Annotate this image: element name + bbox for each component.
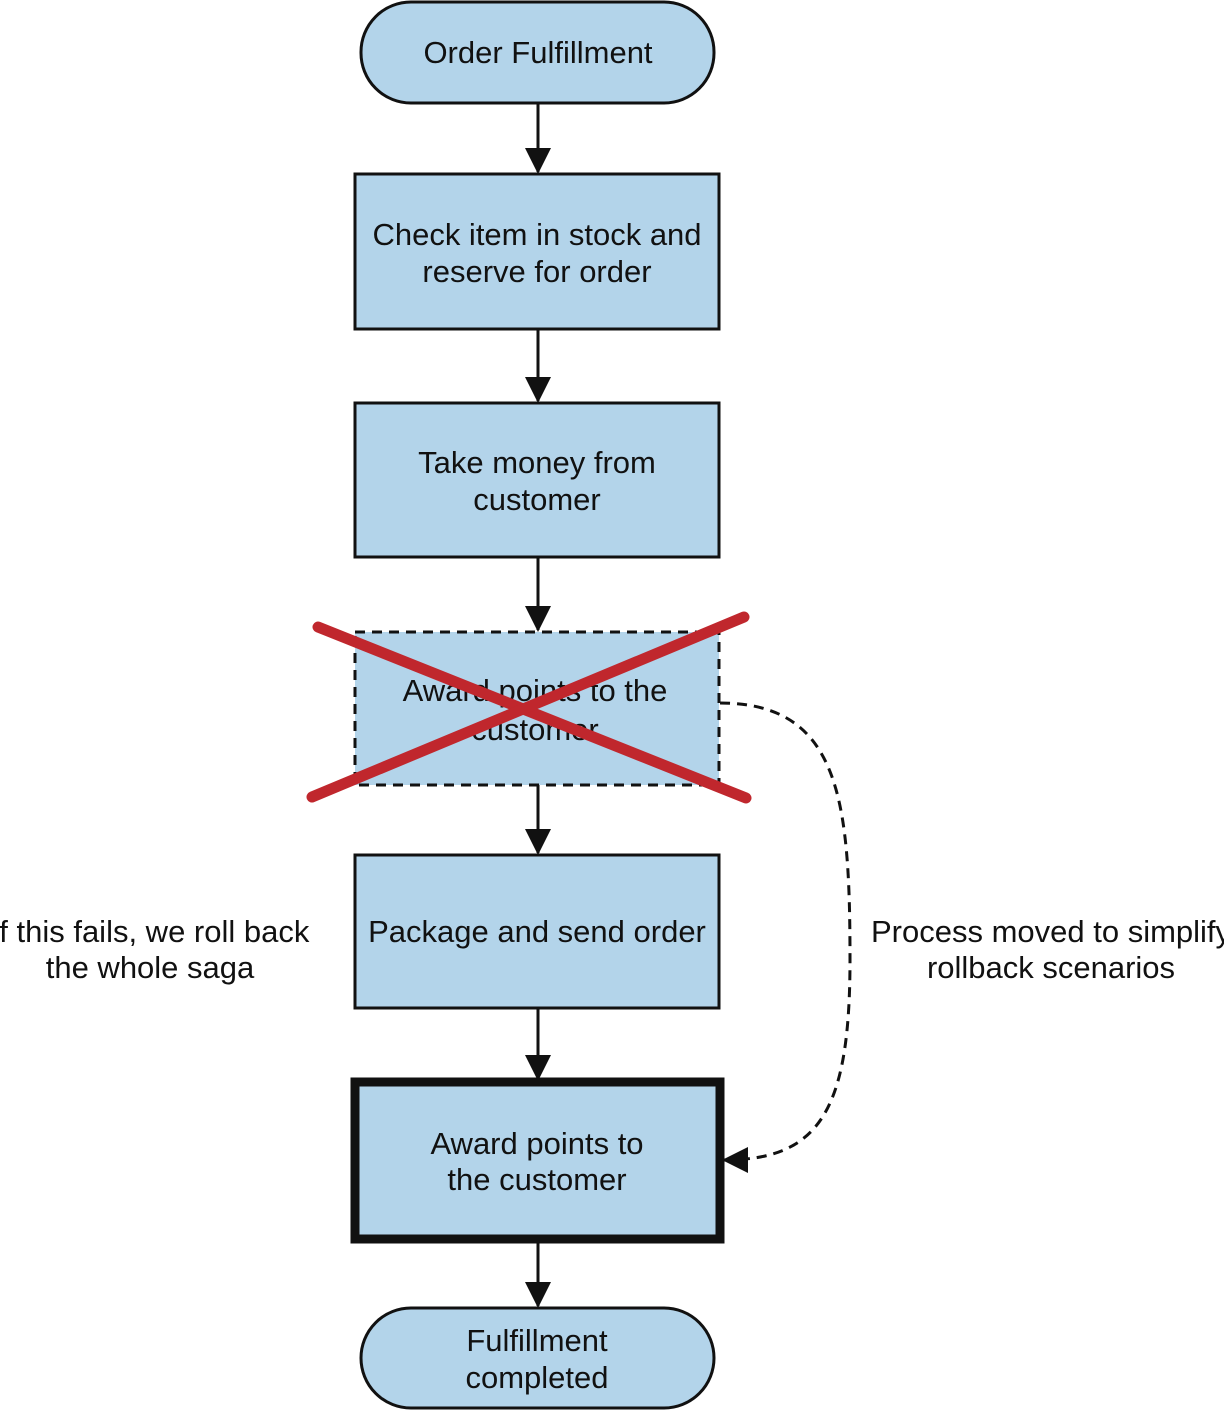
rollback-note-line2: the whole saga bbox=[46, 950, 255, 985]
end-label-line2: completed bbox=[465, 1360, 608, 1395]
process-check-stock: Check item in stock and reserve for orde… bbox=[353, 172, 721, 331]
check-stock-box bbox=[353, 172, 721, 331]
award-moved-box bbox=[350, 1077, 725, 1244]
process-award-removed: Award points to the customer bbox=[306, 611, 752, 804]
moved-note-line1: Process moved to simplify bbox=[871, 914, 1224, 949]
start-shape bbox=[359, 0, 716, 105]
start-label: Order Fulfillment bbox=[423, 35, 652, 70]
take-money-box bbox=[353, 401, 721, 559]
award-moved-label-line2: the customer bbox=[447, 1162, 626, 1197]
take-money-label-line2: customer bbox=[473, 482, 600, 517]
cross-out-icon bbox=[306, 611, 752, 804]
process-take-money: Take money from customer bbox=[353, 401, 721, 559]
process-package-send: Package and send order bbox=[353, 853, 721, 1010]
connectors bbox=[525, 103, 852, 1308]
end-terminator: Fulfillment completed bbox=[359, 1306, 716, 1410]
annotation-moved: Process moved to simplify rollback scena… bbox=[871, 914, 1224, 985]
moved-note-line2: rollback scenarios bbox=[927, 950, 1175, 985]
end-shape bbox=[359, 1306, 716, 1410]
dashed-move-arrow bbox=[719, 701, 852, 1173]
process-award-moved: Award points to the customer bbox=[350, 1077, 725, 1244]
start-terminator: Order Fulfillment bbox=[359, 0, 716, 105]
award-moved-label-line1: Award points to bbox=[430, 1126, 643, 1161]
annotation-rollback: If this fails, we roll back the whole sa… bbox=[0, 914, 310, 985]
check-stock-label-line1: Check item in stock and bbox=[372, 217, 701, 252]
package-send-box bbox=[353, 853, 721, 1010]
take-money-label-line1: Take money from bbox=[418, 445, 656, 480]
rollback-note-line1: If this fails, we roll back bbox=[0, 914, 310, 949]
package-send-label: Package and send order bbox=[368, 914, 706, 949]
check-stock-label-line2: reserve for order bbox=[422, 254, 651, 289]
end-label-line1: Fulfillment bbox=[466, 1323, 608, 1358]
